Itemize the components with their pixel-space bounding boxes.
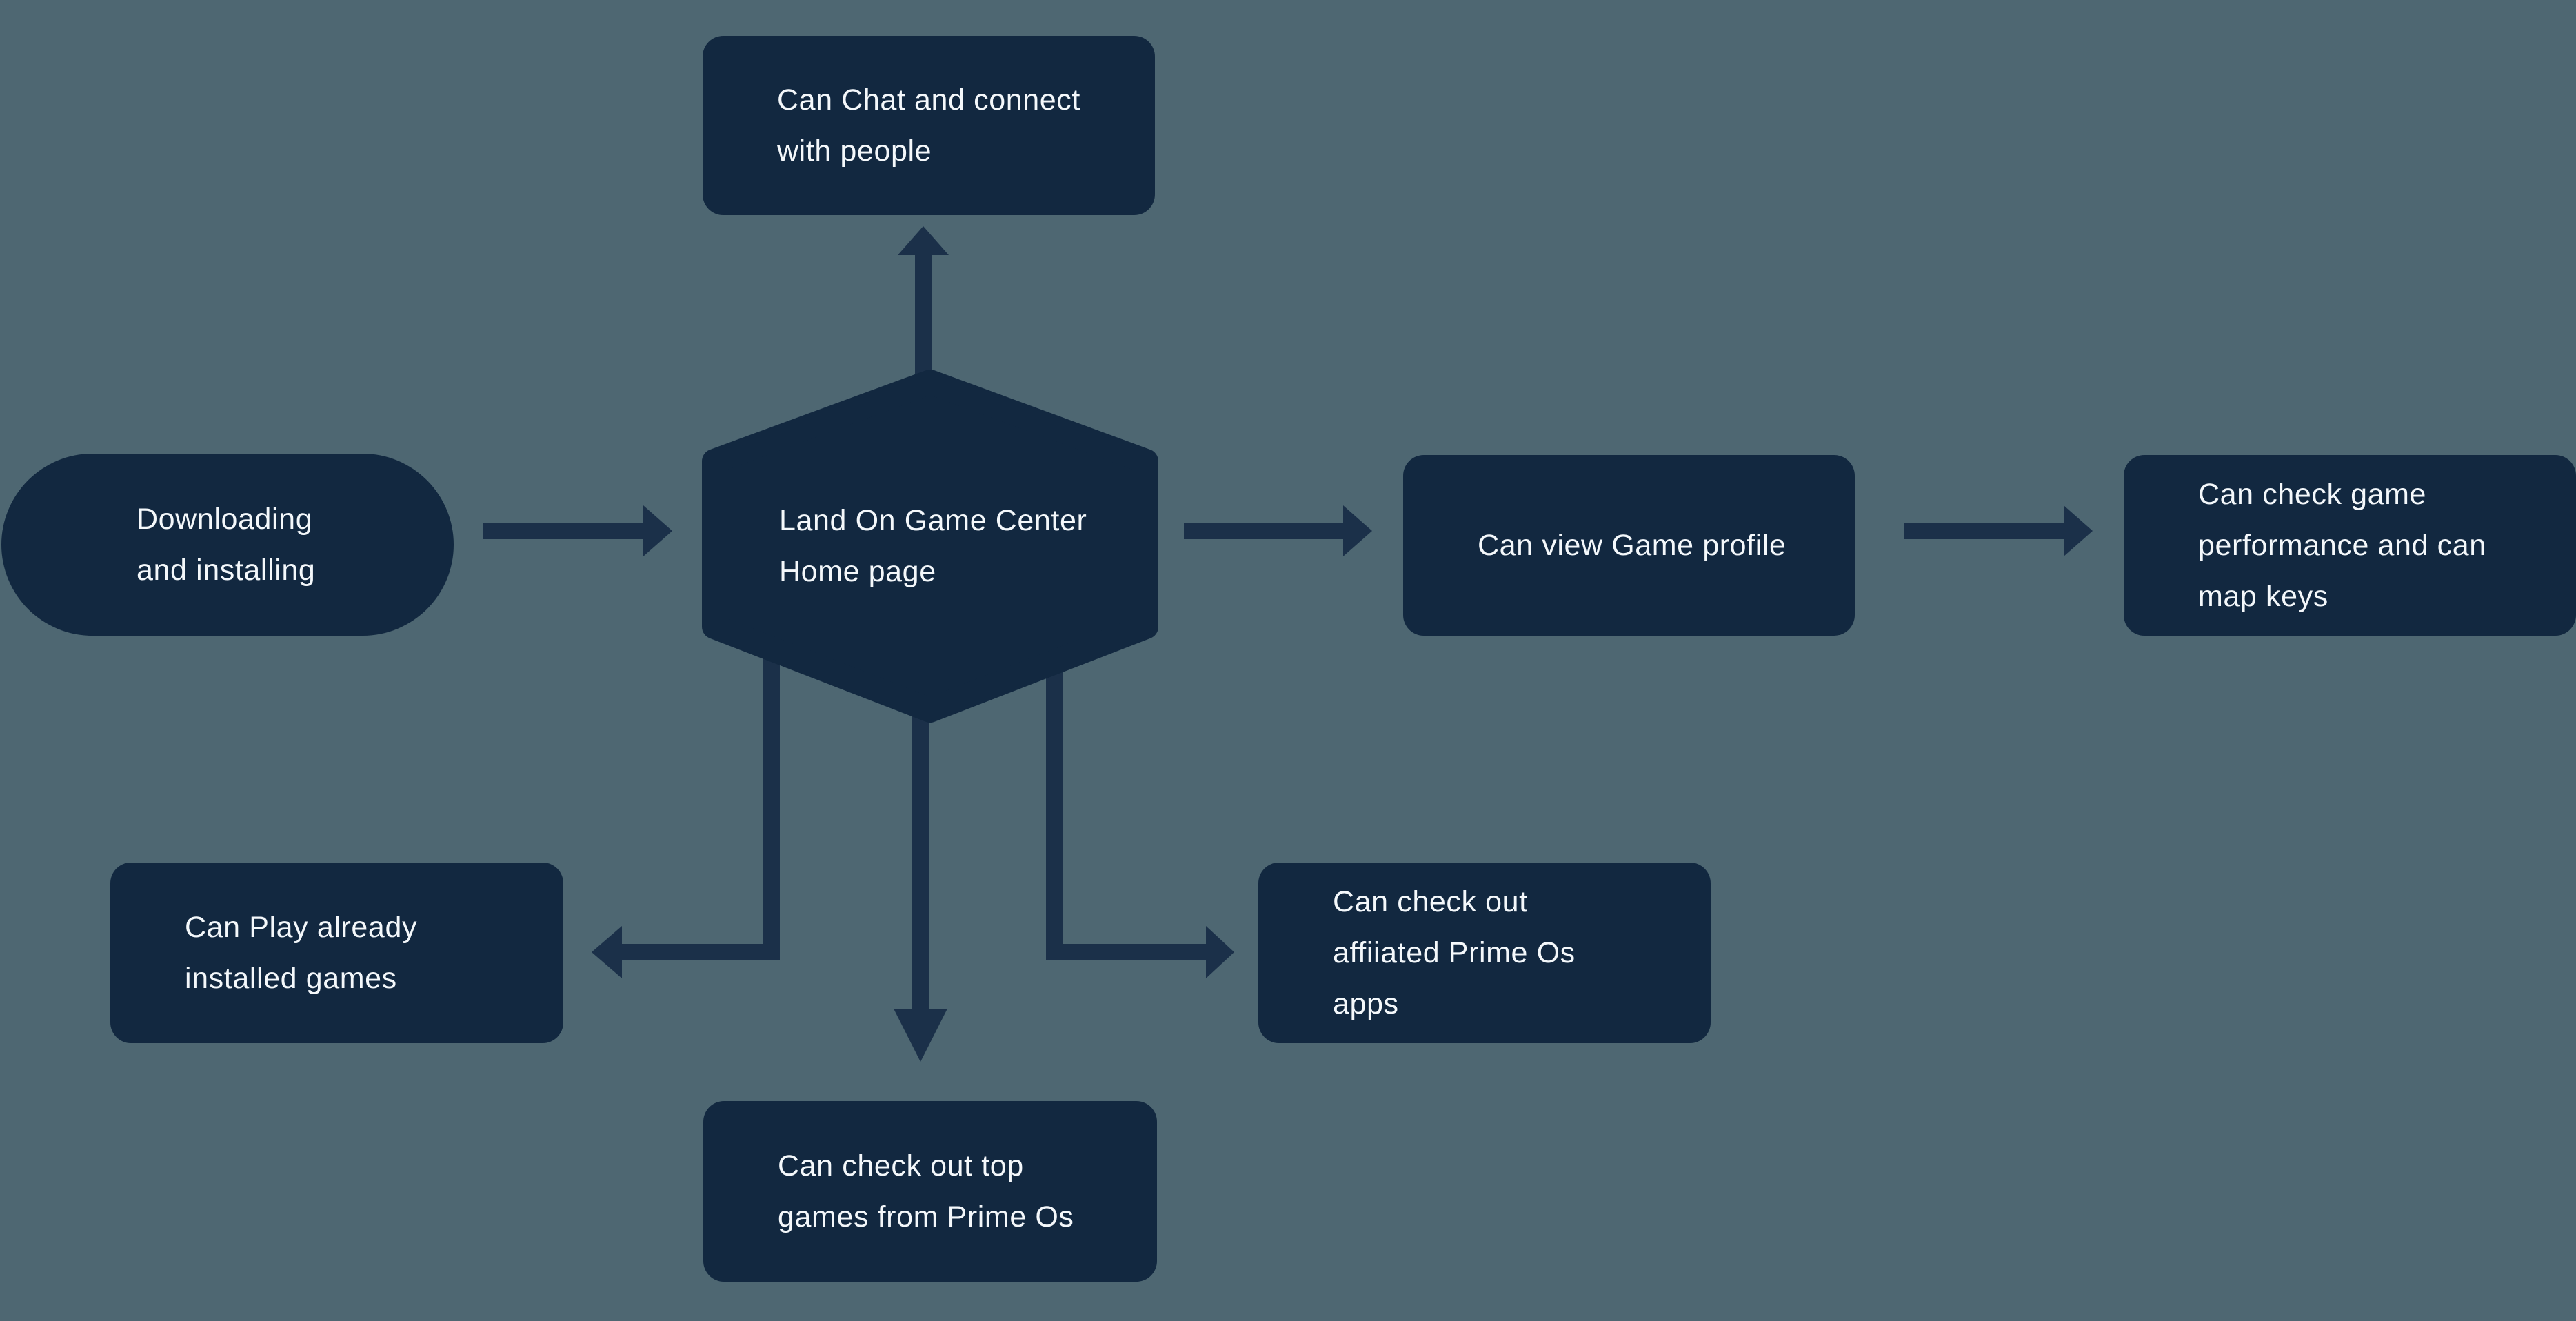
node-check-game-performance-label: Can check game performance and can map k… [2198,478,2486,613]
arrow-home-to-installed [592,641,780,978]
node-game-center-home: Land On Game Center Home page [702,370,1158,723]
arrow-download-to-home [483,505,672,556]
node-affiliated-prime-os-apps-label: Can check out affiiated Prime Os apps [1333,885,1576,1020]
node-top-games-prime-os: Can check out top games from Prime Os [703,1101,1157,1282]
node-view-game-profile: Can view Game profile [1403,455,1855,636]
node-chat-and-connect: Can Chat and connect with people [703,36,1155,215]
node-top-games-prime-os-label: Can check out top games from Prime Os [778,1149,1074,1233]
node-chat-and-connect-label: Can Chat and connect with people [777,83,1080,168]
node-play-installed-games: Can Play already installed games [110,863,563,1043]
arrow-home-to-affiliated [1046,648,1234,978]
node-play-installed-games-label: Can Play already installed games [185,911,418,995]
node-affiliated-prime-os-apps: Can check out affiiated Prime Os apps [1258,863,1711,1043]
node-downloading-installing-label: Downloading and installing [137,503,316,587]
node-downloading-installing: Downloading and installing [1,454,454,636]
arrow-profile-to-performance [1904,505,2093,556]
arrow-home-to-chat [898,226,949,386]
arrow-home-to-topgames [894,703,947,1062]
arrow-home-to-profile [1184,505,1372,556]
node-check-game-performance: Can check game performance and can map k… [2124,455,2576,636]
node-view-game-profile-label: Can view Game profile [1478,529,1787,562]
hexagon-shape [702,370,1158,723]
node-game-center-home-label: Land On Game Center Home page [779,504,1087,588]
